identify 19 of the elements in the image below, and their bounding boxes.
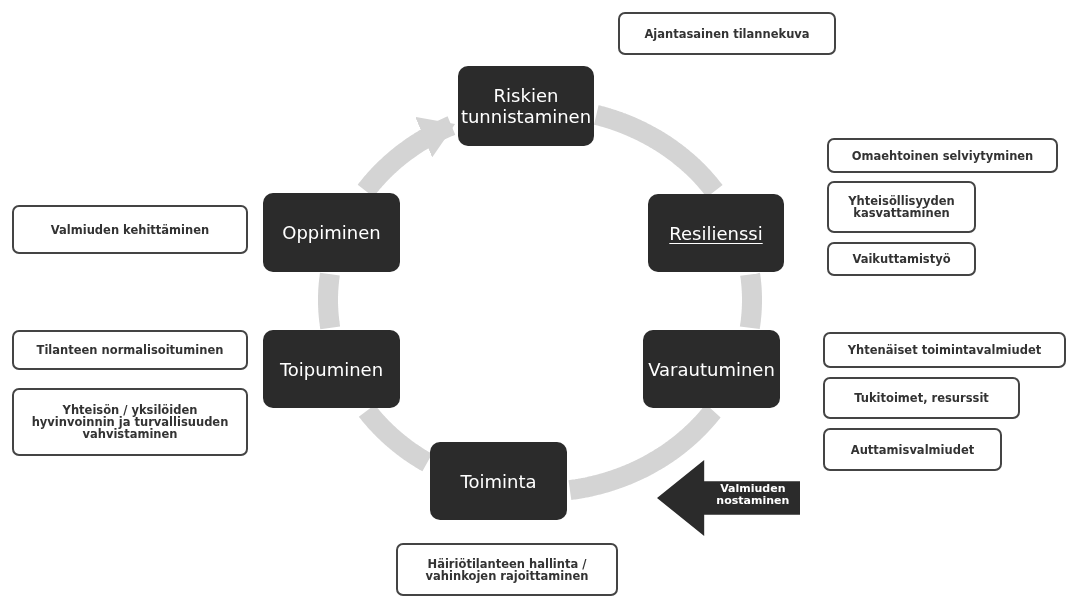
stage-box: Varautuminen bbox=[643, 330, 780, 408]
note-box: Omaehtoinen selviytyminen bbox=[827, 138, 1058, 173]
note-box: Ajantasainen tilannekuva bbox=[618, 12, 836, 55]
stage-box: Oppiminen bbox=[263, 193, 400, 272]
note-box: Auttamisvalmiudet bbox=[823, 428, 1002, 471]
stage-box: Riskien tunnistaminen bbox=[458, 66, 594, 146]
note-box: Vaikuttamistyö bbox=[827, 242, 976, 276]
note-box: Häiriötilanteen hallinta / vahinkojen rajoittaminen bbox=[396, 543, 618, 596]
note-box: Valmiuden kehittäminen bbox=[12, 205, 248, 254]
note-box: Tilanteen normalisoituminen bbox=[12, 330, 248, 370]
note-box: Yhteisöllisyyden kasvattaminen bbox=[827, 181, 976, 233]
note-box: Yhtenäiset toimintavalmiudet bbox=[823, 332, 1066, 368]
stage-box: Toiminta bbox=[430, 442, 567, 520]
note-box: Tukitoimet, resurssit bbox=[823, 377, 1020, 419]
left-arrow-shape bbox=[657, 460, 800, 536]
note-box: Yhteisön / yksilöiden hyvinvoinnin ja turvallisuuden vahvistaminen bbox=[12, 388, 248, 456]
stage-box: Resilienssi bbox=[648, 194, 784, 272]
stage-box: Toipuminen bbox=[263, 330, 400, 408]
arrow-label: Valmiuden nostaminen bbox=[715, 482, 791, 507]
